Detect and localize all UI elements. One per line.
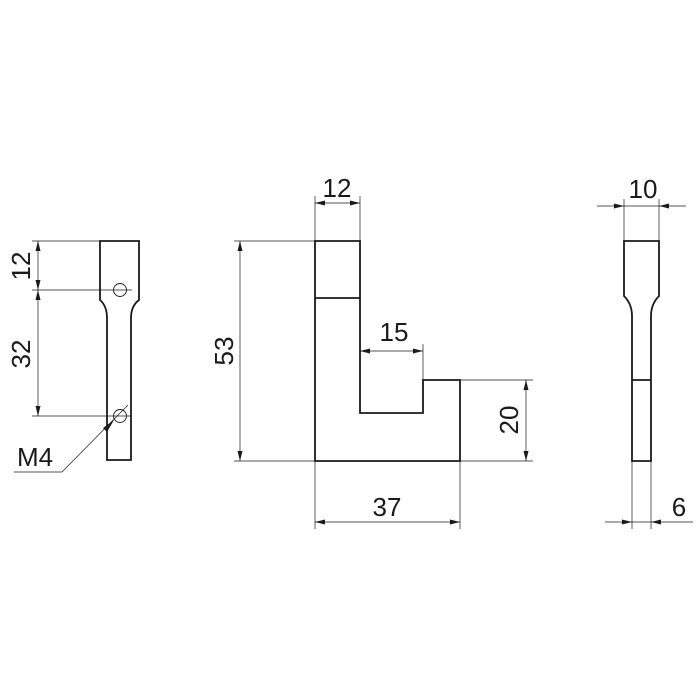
dimension-label-12-top: 12: [323, 173, 352, 203]
arrowhead: [413, 348, 423, 354]
dimension-label-53: 53: [209, 337, 239, 366]
arrowhead: [237, 451, 243, 461]
arrowhead: [622, 519, 632, 525]
arrowhead: [35, 406, 41, 416]
arrowhead: [35, 241, 41, 251]
arrowhead: [651, 519, 661, 525]
arrowhead: [523, 380, 529, 390]
arrowhead: [614, 203, 624, 209]
dimension-label-37: 37: [373, 492, 402, 522]
thread-leader-line: [61, 404, 129, 473]
arrowhead: [315, 519, 325, 525]
dimension-label-6: 6: [672, 492, 686, 522]
dimension-label-15: 15: [380, 317, 409, 347]
arrowhead: [35, 280, 41, 290]
arrowhead: [523, 451, 529, 461]
side-view-outline: [99, 240, 140, 461]
thread-label: M4: [17, 442, 53, 472]
dimension-label-12: 12: [6, 252, 36, 281]
dimension-label-20: 20: [494, 406, 524, 435]
arrowhead: [450, 519, 460, 525]
arrowhead: [350, 200, 360, 206]
arrowhead: [237, 241, 243, 251]
dimension-label-32: 32: [6, 340, 36, 369]
front-view: 12 53 15 20 37: [209, 173, 533, 529]
arrowhead: [315, 200, 325, 206]
arrowhead: [35, 290, 41, 300]
arrowhead: [360, 348, 370, 354]
dimension-label-10: 10: [629, 174, 658, 204]
end-view-outline: [623, 240, 660, 462]
end-view: 10 6: [597, 174, 693, 529]
arrowhead: [659, 203, 669, 209]
side-view: 12 32 M4: [6, 240, 140, 473]
arrowhead: [103, 420, 114, 432]
